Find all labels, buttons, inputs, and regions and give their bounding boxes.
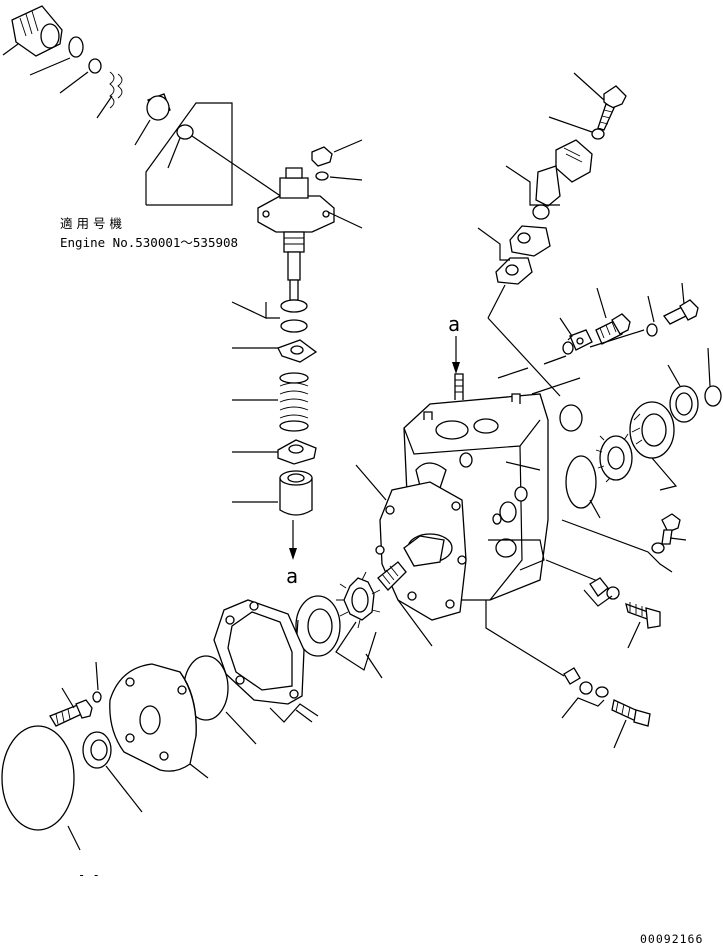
plunger-stack: [231, 299, 318, 560]
view-label-top: a: [448, 312, 460, 336]
bottom-marks: - -: [78, 868, 100, 882]
figure-code: 00092166: [640, 932, 703, 946]
right-gear-group: [531, 347, 722, 519]
pump-housing: [355, 367, 601, 677]
lower-right-bolt-group: [561, 513, 687, 749]
applicability-bracket: [145, 102, 283, 206]
applicability-title: 適用号機: [60, 216, 126, 231]
front-cover-group: [1, 599, 319, 851]
front-gear-group: [295, 571, 383, 679]
view-label-bottom: a: [286, 564, 298, 588]
right-bolt-group: [543, 282, 699, 365]
top-connector-group: [2, 5, 171, 146]
valve-assembly: [257, 139, 363, 301]
sensor-group: [477, 72, 627, 397]
applicability-engine-range: Engine No.530001～535908: [60, 235, 238, 250]
view-arrow-top-head: [452, 362, 460, 374]
